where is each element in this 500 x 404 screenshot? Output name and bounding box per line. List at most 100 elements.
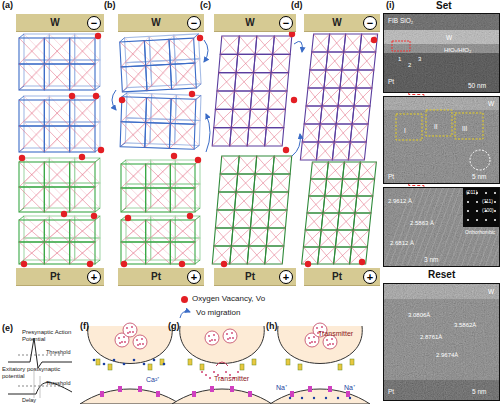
tem-annotation: Pt: [388, 78, 394, 85]
lattice-bond: [235, 192, 254, 210]
lattice-bond: [75, 238, 100, 260]
lattice-bond: [44, 187, 69, 212]
polarity-sign: +: [191, 272, 197, 283]
lattice-fringe: [431, 187, 461, 267]
lattice-cell: [19, 38, 44, 64]
tem-annotation: 5 nm: [472, 388, 486, 395]
lattice-cell: [324, 70, 342, 88]
oxygen-vacancy: [189, 91, 195, 97]
oxygen-vacancy: [221, 261, 227, 267]
lattice-bond: [217, 192, 236, 210]
crystal-block: [212, 36, 292, 146]
lattice-bond: [344, 34, 362, 52]
lattice-bond: [300, 142, 318, 160]
lattice-bond: [254, 174, 273, 192]
lattice-bond: [268, 91, 287, 109]
crystal-block: [19, 158, 100, 212]
legend-arrow: [180, 311, 190, 318]
lattice-bond: [318, 247, 336, 264]
switching-panel: [19, 33, 104, 267]
lattice-bond: [271, 54, 290, 72]
tem-annotation: I: [404, 127, 406, 134]
lattice-bond: [335, 230, 353, 247]
oxygen-vacancy: [19, 155, 25, 161]
vesicle: [323, 335, 337, 349]
lattice-cell: [266, 228, 285, 246]
lattice-cell: [233, 91, 252, 109]
lattice-cell: [271, 174, 290, 192]
crystal-block: [300, 34, 377, 160]
legend-text: Vo migration: [196, 309, 240, 318]
calcium-ion: [123, 363, 126, 366]
lattice-cell: [265, 128, 284, 146]
presynaptic-terminal: [180, 326, 265, 364]
lattice-cell: [339, 196, 357, 213]
lattice-cell: [322, 88, 340, 106]
annotation-text: Exitatory postsynaptic potential: [2, 366, 72, 379]
vesicle: [123, 323, 137, 337]
lattice-cell: [316, 142, 334, 160]
lattice-bond: [49, 216, 74, 238]
polarity-circle: +: [87, 270, 101, 284]
vesicle: [133, 335, 147, 349]
neurotransmitter: [126, 327, 128, 329]
lattice-cell: [356, 70, 374, 88]
lattice-cell: [70, 126, 95, 152]
lattice-cell: [170, 220, 195, 242]
switching-panel: [300, 34, 377, 267]
lattice-bond: [121, 188, 146, 212]
ion-channel: [252, 359, 256, 365]
lattice-cell: [238, 36, 257, 54]
synapse: [270, 323, 370, 404]
calcium-ion: [163, 363, 166, 366]
lattice-bond: [310, 52, 328, 70]
lattice-cell: [238, 156, 257, 174]
electrode-label: W: [50, 17, 59, 28]
electrode-band: Pt+: [16, 268, 104, 286]
lattice-bond: [356, 70, 374, 88]
crystal-block: [302, 162, 377, 264]
lattice-cell: [170, 164, 195, 188]
lattice-cell: [332, 142, 350, 160]
lattice-cell: [320, 106, 338, 124]
electrode-label: W: [151, 17, 160, 28]
lattice-cell: [268, 210, 287, 228]
tem-noise: [383, 96, 500, 184]
lattice-bond: [255, 36, 274, 54]
diffraction-spot: [467, 201, 469, 203]
oxygen-vacancy: [291, 97, 297, 103]
lattice-bond: [219, 54, 238, 72]
lattice-cell: [311, 162, 329, 179]
lattice-bond: [70, 100, 95, 126]
lattice-bond: [358, 52, 376, 70]
lattice-fringe: [383, 187, 413, 267]
lattice-bond: [44, 126, 69, 152]
lattice-cell: [340, 70, 358, 88]
diffraction-spot: [485, 219, 487, 221]
tem-base: [383, 96, 500, 184]
lattice-bond: [319, 230, 337, 247]
diffraction-spot: [476, 210, 478, 212]
tem-annotation: 3.5862Å: [454, 322, 476, 329]
lattice-bond: [44, 162, 69, 187]
lattice-bond: [320, 106, 338, 124]
ion-channel: [148, 364, 152, 370]
ion-channel: [298, 364, 302, 370]
presynaptic-terminal: [88, 326, 173, 364]
lattice-fringe: [437, 187, 467, 267]
oxygen-vacancy: [305, 261, 311, 267]
tem-annotation: III: [462, 125, 467, 132]
lattice-cell: [70, 242, 95, 264]
lattice-cell: [352, 106, 370, 124]
lattice-cell: [273, 36, 292, 54]
zoom-line: [409, 93, 424, 96]
lattice-bond: [266, 228, 285, 246]
lattice-bond: [250, 91, 269, 109]
lattice-layer: [125, 34, 202, 88]
lattice-bond: [19, 100, 44, 126]
oxygen-vacancy: [87, 261, 93, 267]
lattice-bond: [19, 38, 44, 64]
vo-migration-arrow: [204, 40, 208, 62]
neurotransmitter: [124, 341, 126, 343]
